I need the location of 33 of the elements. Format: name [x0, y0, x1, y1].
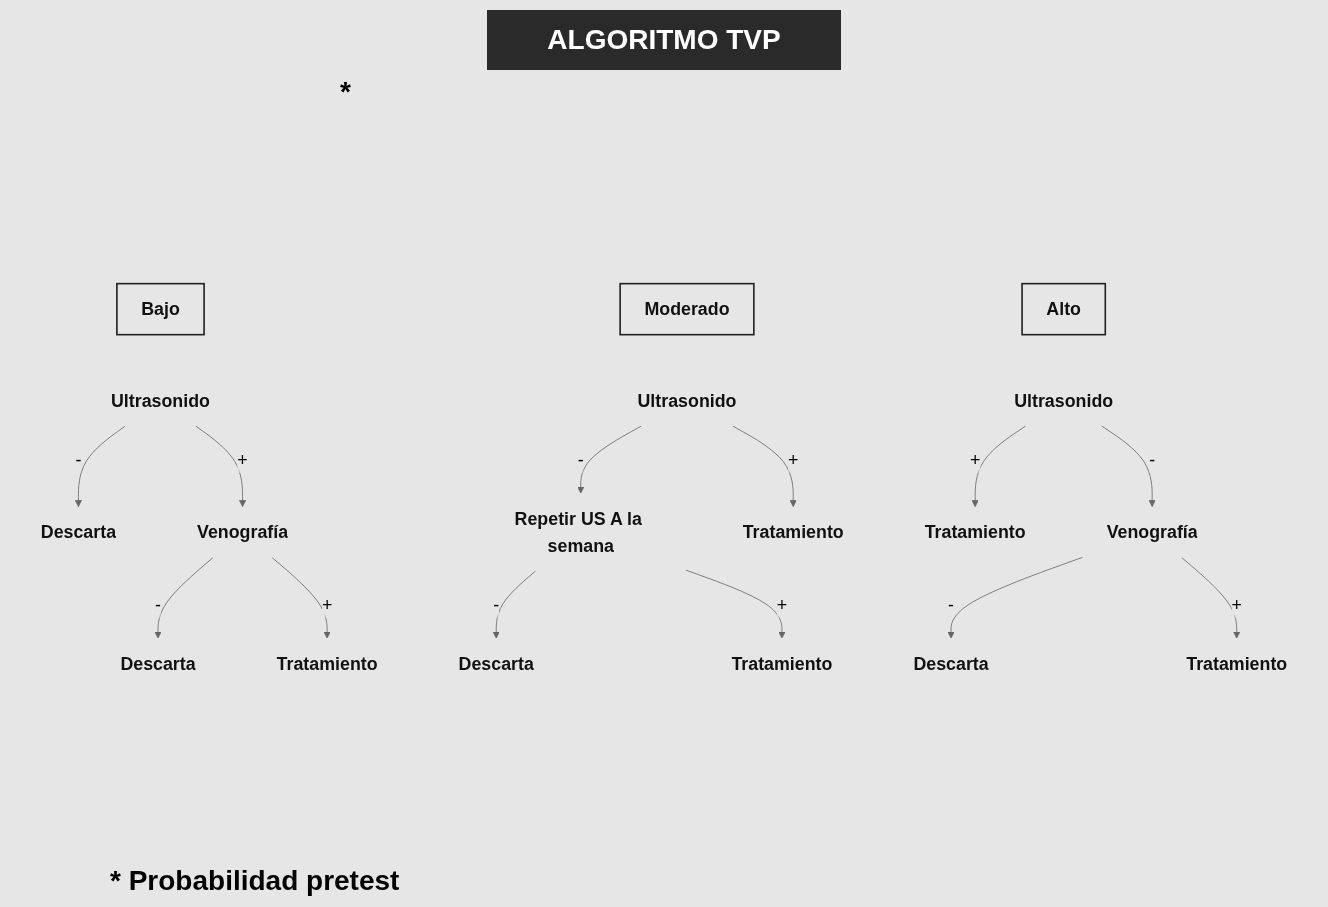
edge-label: -	[1149, 449, 1156, 470]
edge-label: -	[577, 449, 584, 470]
edge-label: +	[969, 449, 981, 470]
edge-label: -	[155, 594, 161, 615]
edge-label: +	[321, 594, 333, 615]
edge-label: +	[788, 449, 799, 470]
asterisk-note: *	[340, 76, 351, 108]
node-text: Descarta	[120, 653, 196, 674]
node-text: Repetir US A la semana	[514, 508, 642, 556]
edge-label: -	[75, 449, 82, 470]
node-text: Descarta	[458, 653, 534, 674]
node-text: Descarta	[40, 522, 117, 543]
node-text: Venografía	[1106, 522, 1198, 543]
node-box: Moderado	[619, 282, 755, 336]
title-banner: ALGORITMO TVP	[487, 10, 841, 70]
node-text: Tratamiento	[924, 522, 1026, 543]
node-text: Tratamiento	[1186, 653, 1288, 674]
node-text: Descarta	[913, 653, 989, 674]
footnote: * Probabilidad pretest	[110, 865, 400, 897]
node-text: Tratamiento	[276, 653, 378, 674]
node-box: Bajo	[116, 282, 205, 336]
edge-label: +	[776, 594, 788, 615]
node-box: Alto	[1021, 282, 1107, 336]
edge-label: +	[1231, 594, 1242, 615]
edge-label: -	[948, 594, 954, 615]
node-text: Venografía	[197, 522, 289, 543]
node-text: Ultrasonido	[1014, 390, 1114, 411]
edge-label: +	[237, 449, 248, 470]
node-text: Ultrasonido	[110, 390, 210, 411]
node-text: Tratamiento	[731, 653, 833, 674]
node-text: Tratamiento	[742, 522, 844, 543]
node-text: Ultrasonido	[637, 390, 737, 411]
edge-label: -	[493, 594, 500, 615]
